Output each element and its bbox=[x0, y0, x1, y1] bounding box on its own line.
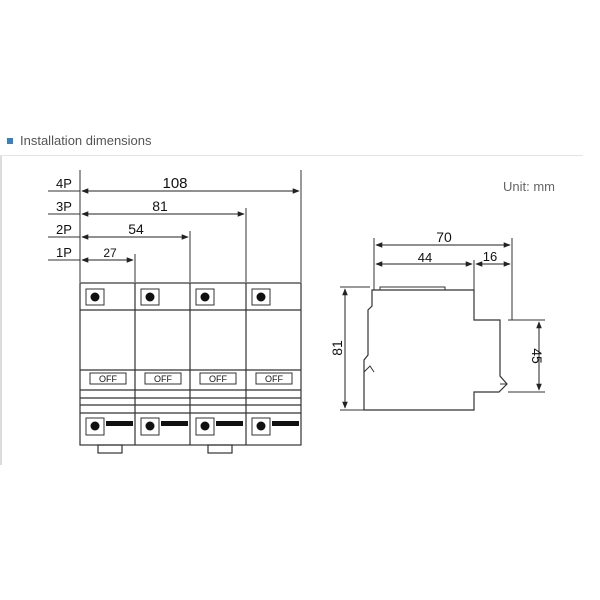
pole-4-off-label: OFF bbox=[265, 374, 283, 384]
width-3p-value: 81 bbox=[152, 198, 168, 214]
side-rail-width-value: 16 bbox=[483, 249, 497, 264]
left-divider bbox=[0, 156, 2, 465]
side-rail-height-value: 45 bbox=[529, 348, 545, 364]
side-latch bbox=[363, 365, 375, 373]
side-height-value: 81 bbox=[329, 340, 345, 356]
section-bullet-icon bbox=[7, 138, 13, 144]
pole-3: OFF bbox=[195, 288, 243, 436]
pole-1: OFF bbox=[85, 288, 133, 436]
pole-1-off-label: OFF bbox=[99, 374, 117, 384]
side-top-ledge bbox=[379, 286, 446, 290]
breaker-front-body bbox=[79, 282, 302, 454]
pole-label-1p: 1P bbox=[56, 245, 72, 260]
pole-label-4p: 4P bbox=[56, 176, 72, 191]
width-4p-value: 108 bbox=[162, 175, 187, 192]
front-extension-lines bbox=[79, 170, 302, 282]
pole-label-3p: 3P bbox=[56, 199, 72, 214]
unit-label: Unit: mm bbox=[503, 179, 555, 194]
pole-label-2p: 2P bbox=[56, 222, 72, 237]
side-mid-width-value: 44 bbox=[418, 250, 432, 265]
width-1p-value: 27 bbox=[103, 246, 117, 260]
width-2p-value: 54 bbox=[128, 221, 144, 237]
pole-labels bbox=[48, 190, 80, 261]
pole-4: OFF bbox=[251, 288, 299, 436]
front-dimension-arrows bbox=[81, 188, 300, 263]
pole-2: OFF bbox=[140, 288, 188, 436]
side-top-width-value: 70 bbox=[436, 229, 452, 245]
pole-3-off-label: OFF bbox=[209, 374, 227, 384]
section-title: Installation dimensions bbox=[20, 133, 152, 148]
pole-2-off-label: OFF bbox=[154, 374, 172, 384]
side-extension-lines bbox=[340, 238, 545, 411]
section-header: Installation dimensions bbox=[0, 128, 583, 156]
side-dimension-arrows bbox=[342, 242, 542, 409]
breaker-side-body bbox=[363, 289, 508, 411]
